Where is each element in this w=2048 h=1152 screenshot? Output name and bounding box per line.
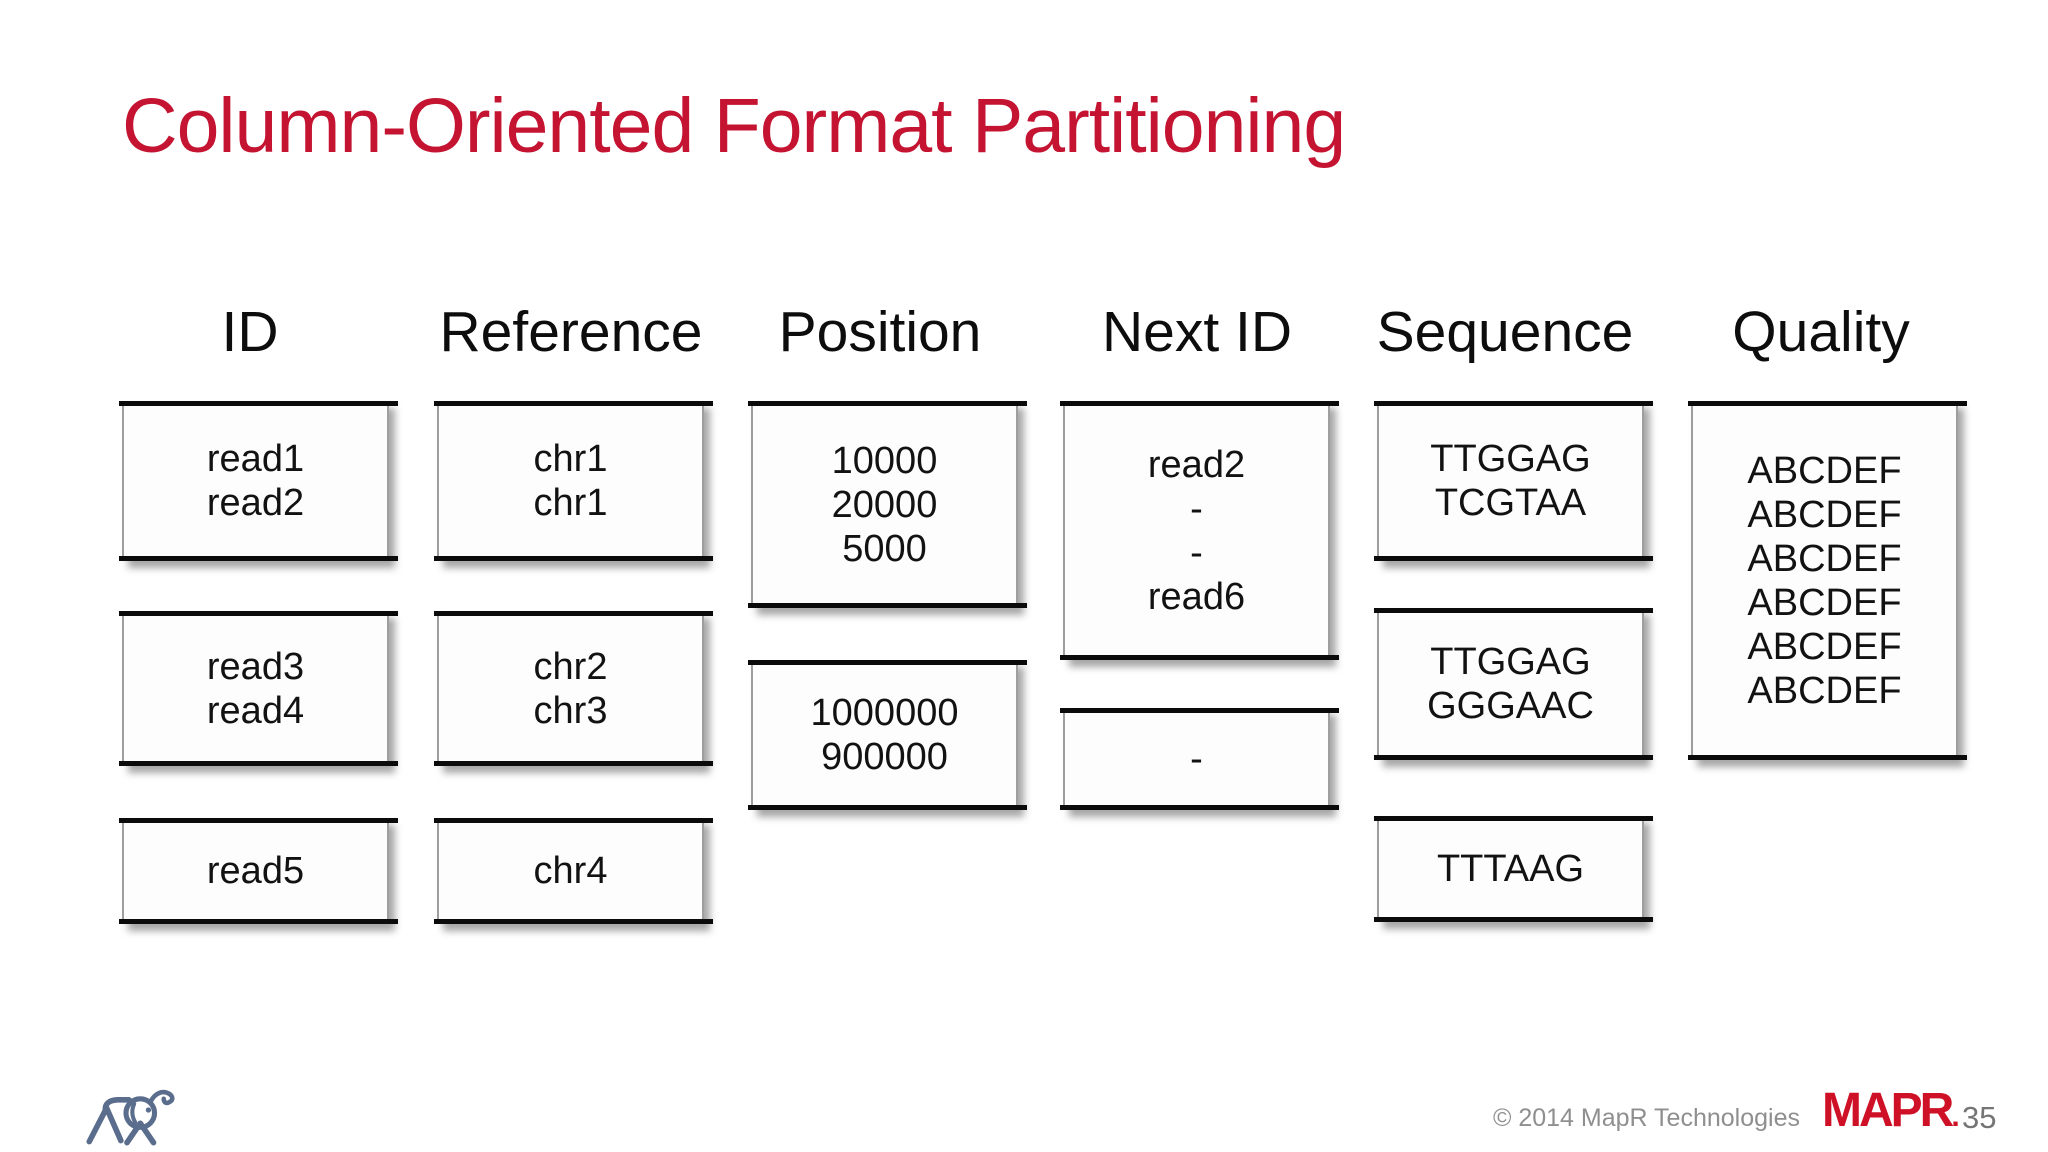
mapr-logo-dot: .: [1951, 1100, 1960, 1133]
id-box-3: read5: [119, 818, 398, 924]
elephant-trunk: [148, 1089, 175, 1106]
box-line: TTGGAG: [1430, 641, 1591, 683]
box-line: 900000: [821, 736, 948, 778]
box-line: ABCDEF: [1747, 449, 1902, 492]
box-line: ABCDEF: [1747, 493, 1902, 536]
column-header-sequence: Sequence: [1376, 300, 1634, 364]
next-id-box-2: -: [1060, 708, 1339, 810]
box-line: ABCDEF: [1747, 581, 1902, 624]
box-line: 1000000: [810, 692, 959, 734]
box-line: chr2: [533, 645, 608, 688]
box-line: read6: [1147, 575, 1246, 618]
box-line: TTTAAG: [1436, 848, 1585, 890]
column-header-quality: Quality: [1732, 300, 1910, 364]
column-header-position: Position: [778, 300, 982, 364]
hadoop-elephant-icon: [86, 1089, 175, 1146]
box-line: read2: [1147, 443, 1246, 486]
page-number: 35: [1962, 1100, 1997, 1135]
box-line: read1: [206, 438, 305, 480]
elephant-front-legs: [124, 1120, 157, 1146]
mapr-logo-text: MAPR: [1822, 1084, 1954, 1137]
column-header-next-id: Next ID: [1101, 300, 1293, 364]
box-line: TCGTAA: [1434, 482, 1587, 524]
slide-title: Column-Oriented Format Partitioning: [122, 83, 1346, 169]
box-line: -: [1190, 487, 1203, 530]
box-line: ABCDEF: [1747, 625, 1902, 668]
box-line: ABCDEF: [1747, 669, 1902, 712]
column-header-id: ID: [221, 300, 279, 364]
elephant-ear: [130, 1101, 138, 1125]
box-line: -: [1190, 738, 1203, 780]
box-line: chr1: [533, 438, 608, 480]
box-line: read5: [206, 850, 305, 892]
reference-box-3: chr4: [434, 818, 713, 924]
box-line: read2: [206, 482, 305, 524]
box-line: GGGAAC: [1427, 685, 1594, 727]
box-line: chr3: [533, 689, 608, 732]
column-header-reference: Reference: [439, 300, 703, 364]
box-line: read4: [206, 689, 305, 732]
box-line: -: [1190, 531, 1203, 574]
box-line: read3: [206, 645, 305, 688]
box-line: ABCDEF: [1747, 537, 1902, 580]
mapr-logo: MAPR.: [1822, 1087, 1960, 1141]
next-id-box-1: read2--read6: [1060, 401, 1339, 660]
sequence-box-3: TTTAAG: [1374, 816, 1653, 922]
box-line: 10000: [831, 439, 938, 482]
box-line: chr1: [533, 482, 608, 524]
box-line: 20000: [831, 483, 938, 526]
box-line: TTGGAG: [1430, 438, 1591, 480]
elephant-eye: [145, 1107, 152, 1113]
box-line: chr4: [533, 850, 608, 892]
elephant-back: [102, 1096, 132, 1115]
box-line: 5000: [842, 527, 927, 570]
copyright-text: © 2014 MapR Technologies: [1492, 1104, 1800, 1132]
